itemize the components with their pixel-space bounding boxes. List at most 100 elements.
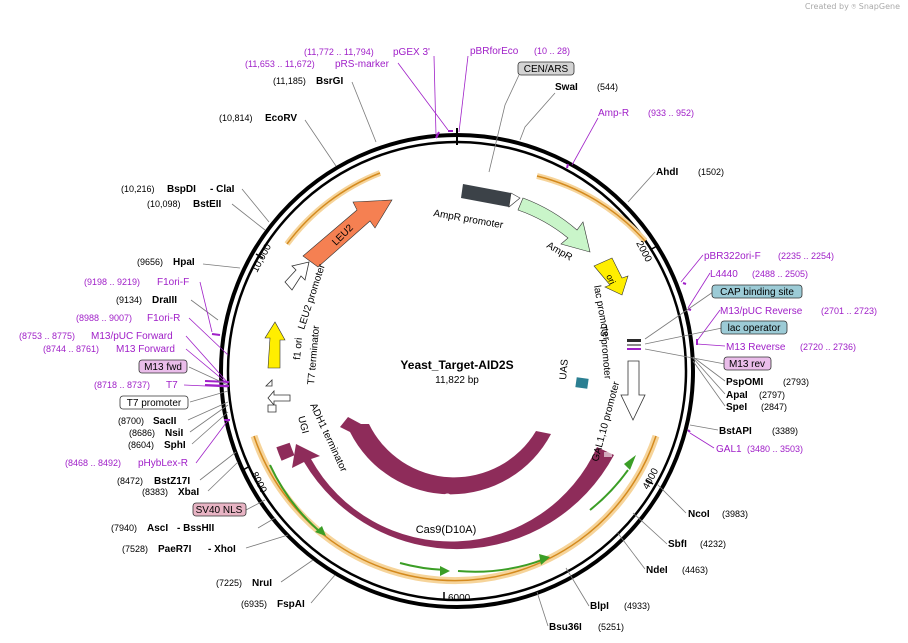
site-paer7i-name: PaeR7I	[158, 544, 192, 555]
lead-spei	[692, 360, 726, 407]
primer-pbr322-name: pBR322ori-F	[704, 251, 761, 262]
site-sphi-pos: (8604)	[128, 440, 154, 450]
lead-bsteii	[231, 203, 266, 231]
lead-ndei	[616, 531, 646, 570]
site-blpi-pos: (4933)	[624, 601, 650, 611]
primer-m13forward-name: M13 Forward	[116, 344, 175, 355]
uas-label: UAS	[558, 358, 571, 380]
green-orf-head-3	[440, 566, 450, 576]
ugi-label: UGI	[295, 415, 310, 435]
ampr-promoter-arrow	[461, 184, 511, 207]
t3-promoter-label: T3 promoter	[597, 324, 613, 380]
lead-m13rev-primer	[696, 343, 726, 347]
site-bsrgi-name: BsrGI	[316, 76, 343, 87]
lead-asci	[257, 517, 276, 529]
primer-prs-pos: (11,653 .. 11,672)	[245, 59, 315, 69]
lead-cen	[488, 74, 520, 173]
site-draiii-pos: (9134)	[116, 295, 142, 305]
box-cen-label: CEN/ARS	[524, 64, 569, 75]
primer-m13forward-pos: (8744 .. 8761)	[43, 344, 99, 354]
primer-ampr-name: Amp-R	[598, 108, 629, 119]
green-orf-head-4	[315, 526, 326, 536]
site-ncoi-pos: (3983)	[722, 509, 748, 519]
cas9-d10a-label: Cas9(D10A)	[416, 524, 477, 536]
box-lacop-label: lac operator	[728, 323, 781, 334]
site-bsteii-pos: (10,098)	[147, 199, 181, 209]
green-orf-heads	[315, 455, 636, 576]
lead-ampr-primer	[571, 117, 599, 166]
site-paer7i-pos: (7528)	[122, 544, 148, 554]
f1-ori-arrow	[264, 321, 286, 369]
orf-arc-leu2-line	[286, 172, 381, 245]
orf-arcs	[250, 170, 660, 585]
site-nsii-name: NsiI	[165, 428, 184, 439]
primer-gal1-name: GAL1	[716, 444, 742, 455]
lead-bspdi	[241, 188, 270, 223]
site-spei-name: SpeI	[726, 402, 747, 413]
lead-fspai	[310, 574, 336, 604]
lead-bsrgi	[351, 81, 377, 143]
credit-text: Created by	[804, 2, 849, 11]
primer-mark-gal1	[687, 429, 691, 433]
box-cap	[711, 284, 803, 299]
box-sv40	[192, 502, 247, 517]
lead-gal1	[689, 432, 715, 449]
primer-m13puc-rev-pos: (2701 .. 2723)	[821, 306, 877, 316]
lead-l4440	[687, 272, 711, 309]
ampr-arrow	[517, 197, 591, 253]
primer-mark-pbr322	[682, 282, 687, 285]
site-xbai-pos: (8383)	[142, 487, 168, 497]
lead-pbr322	[680, 254, 704, 283]
green-orf-1	[589, 469, 629, 511]
uas-box	[575, 377, 589, 389]
lead-m13rev-box	[644, 348, 726, 365]
primer-phyblex-name: pHybLex-R	[138, 458, 188, 469]
snapgene-logo-icon: ⍟	[851, 2, 857, 11]
credit: Created by ⍟ SnapGene	[805, 2, 900, 12]
site-apai-pos: (2797)	[759, 390, 785, 400]
lead-ecorv	[304, 119, 337, 167]
site-fspai-name: FspAI	[277, 599, 305, 610]
lead-prs	[397, 62, 449, 131]
primer-l4440-pos: (2488 .. 2505)	[752, 269, 808, 279]
primer-l4440-name: L4440	[710, 269, 738, 280]
site-sphi-name: SphI	[164, 440, 186, 451]
lead-m13puc	[696, 309, 721, 342]
lead-pgex	[433, 55, 437, 136]
lac-mark-2	[627, 344, 641, 346]
primer-m13rev-name: M13 Reverse	[726, 342, 786, 353]
lead-sacii	[187, 401, 229, 421]
site-bsu36i-name: Bsu36I	[549, 622, 582, 633]
tick-10000: 10,000	[250, 242, 274, 275]
adh1-terminator-arrow	[267, 404, 277, 413]
site-ecorv-name: EcoRV	[265, 113, 297, 124]
tick-8000-mark	[242, 465, 251, 471]
primer-m13puc-fwd-name: M13/pUC Forward	[91, 331, 173, 342]
box-m13fwd-label: M13 fwd	[144, 362, 182, 373]
site-draiii-name: DraIII	[152, 295, 177, 306]
primer-pgex-name: pGEX 3'	[393, 47, 430, 58]
lead-f1ori-r	[188, 317, 229, 356]
tick-4000-mark	[645, 479, 654, 485]
lead-nrui	[280, 559, 314, 583]
green-orf-head-1	[624, 455, 636, 470]
box-m13fwd	[138, 359, 188, 374]
lead-blpi	[565, 567, 590, 607]
lead-t7-primer	[183, 384, 229, 388]
ori-arrow	[593, 257, 629, 296]
site-bstapi-name: BstAPI	[719, 426, 752, 437]
primer-gal1-pos: (3480 .. 3503)	[747, 444, 803, 454]
primer-m13puc-rev-name: M13/pUC Reverse	[720, 306, 803, 317]
primer-mark-left-3	[204, 384, 230, 387]
site-sbfi-name: SbfI	[668, 539, 687, 550]
cas9-arc	[340, 417, 551, 495]
lead-xbai	[207, 461, 239, 492]
plasmid-size: 11,822 bp	[435, 375, 479, 386]
box-m13rev-label: M13 rev	[729, 359, 765, 370]
site-swai-name: SwaI	[555, 82, 578, 93]
site-blpi-name: BlpI	[590, 601, 609, 612]
site-ndei-name: NdeI	[646, 565, 668, 576]
lead-sv40	[245, 499, 266, 511]
lead-hpai	[202, 263, 241, 269]
box-t7prom-label: T7 promoter	[127, 398, 182, 409]
